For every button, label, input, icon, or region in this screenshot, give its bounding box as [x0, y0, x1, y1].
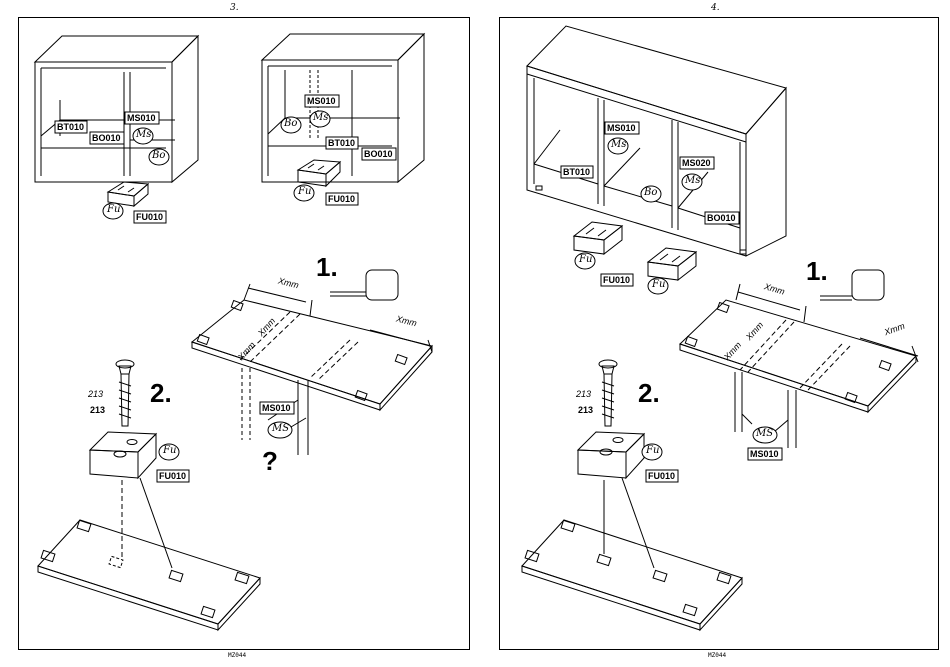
- screw-ref-italic: 213: [576, 389, 591, 399]
- step-number-2: 2.: [638, 378, 660, 409]
- step-number-1: 1.: [806, 256, 828, 287]
- ref-mark-bo: Bo: [152, 150, 165, 161]
- question-mark: ?: [262, 446, 278, 477]
- measurement-label: Xmm: [883, 321, 906, 338]
- part-label-bo010: BO010: [364, 149, 393, 159]
- part-label-fu010: FU010: [159, 471, 186, 481]
- part-label-bt010: BT010: [328, 138, 355, 148]
- part-label-ms010: MS010: [750, 449, 779, 459]
- ref-mark-ms: Ms: [685, 175, 700, 186]
- ref-mark-bo: Bo: [644, 187, 657, 198]
- screw-ref-italic: 213: [88, 389, 103, 399]
- part-label-bt010: BT010: [563, 167, 590, 177]
- screw-ref: 213: [90, 405, 105, 415]
- ref-mark-fu: Fu: [107, 204, 120, 215]
- ref-mark-bo: Bo: [284, 118, 297, 129]
- part-label-bo010: BO010: [707, 213, 736, 223]
- ref-mark-fu: Fu: [646, 445, 659, 456]
- screw-ref: 213: [578, 405, 593, 415]
- part-label-fu010: FU010: [603, 275, 630, 285]
- measurement-label: Xmm: [236, 340, 257, 362]
- ref-mark-fu: Fu: [652, 279, 665, 290]
- part-label-bo010: BO010: [92, 133, 121, 143]
- part-label-ms010: MS010: [607, 123, 636, 133]
- measurement-label: Xmm: [763, 281, 786, 296]
- ref-mark-ms: Ms: [313, 112, 328, 123]
- measurement-label: Xmm: [722, 340, 743, 362]
- part-label-fu010: FU010: [136, 212, 163, 222]
- part-label-ms010: MS010: [262, 403, 291, 413]
- measurement-label: Xmm: [744, 320, 765, 342]
- ref-mark-ms: Ms: [611, 139, 626, 150]
- measurement-label: Xmm: [256, 316, 277, 338]
- part-label-ms010: MS010: [127, 113, 156, 123]
- ref-mark-fu: Fu: [163, 445, 176, 456]
- ref-mark-ms: MS: [272, 423, 289, 434]
- ref-mark-fu: Fu: [579, 254, 592, 265]
- ref-mark-fu: Fu: [298, 186, 311, 197]
- ref-mark-ms: Ms: [136, 129, 151, 140]
- step-number-2: 2.: [150, 378, 172, 409]
- part-label-ms010: MS010: [307, 96, 336, 106]
- step-number-1: 1.: [316, 252, 338, 283]
- ref-mark-ms: MS: [756, 428, 773, 439]
- part-label-fu010: FU010: [648, 471, 675, 481]
- part-label-fu010: FU010: [328, 194, 355, 204]
- measurement-label: Xmm: [395, 314, 418, 329]
- part-label-bt010: BT010: [57, 122, 84, 132]
- measurement-label: Xmm: [277, 276, 300, 291]
- part-label-ms020: MS020: [682, 158, 711, 168]
